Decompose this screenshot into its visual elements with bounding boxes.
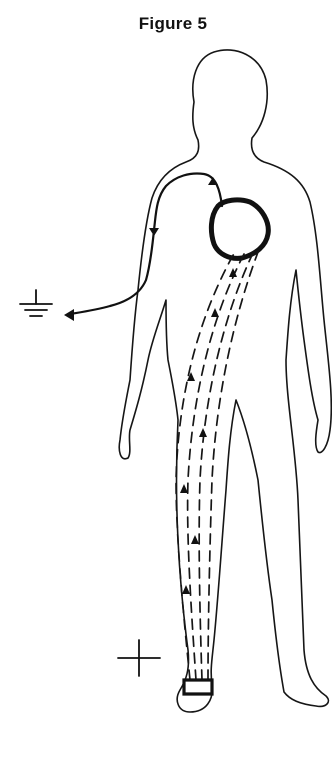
ground-arrow-icon: [64, 309, 74, 321]
human-body-outline-icon: [119, 50, 331, 712]
wire-arrow-up-icon: [208, 177, 218, 185]
current-path-3: [199, 255, 252, 680]
current-arrow-6-icon: [211, 308, 219, 317]
current-arrow-3-icon: [180, 484, 188, 493]
current-arrow-2-icon: [191, 535, 199, 544]
ground-symbol-icon: [20, 290, 52, 316]
current-arrow-4-icon: [199, 428, 207, 437]
current-path-1: [176, 250, 236, 680]
current-arrow-1-icon: [182, 585, 190, 594]
wire-arrow-down-icon: [149, 228, 159, 236]
lead-wire: [70, 174, 222, 315]
ankle-electrode-icon: [184, 680, 212, 694]
heart-icon: [211, 200, 268, 258]
positive-terminal-icon: [118, 640, 160, 676]
